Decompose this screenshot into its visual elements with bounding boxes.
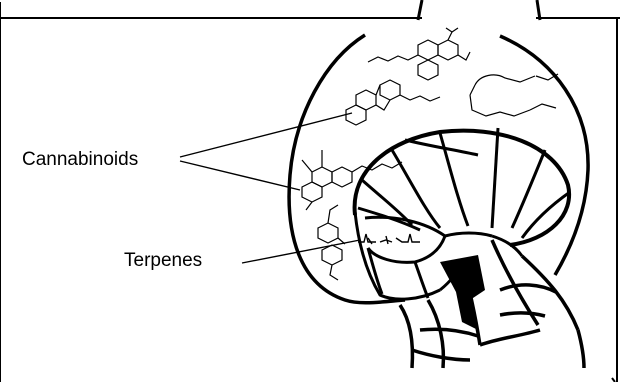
molecule-top [368,28,470,80]
molecule-left-lower [318,205,345,280]
stalk-shadow [440,255,485,330]
cannabinoids-label: Cannabinoids [22,149,138,170]
cannabinoids-callout-upper [180,113,352,157]
corner-mark [612,378,615,382]
stalk-cells [400,240,584,368]
molecule-cannabinoid-1 [346,80,440,125]
cannabinoids-callout-lower [180,161,300,190]
disc-ribs [358,128,570,238]
molecule-right [470,74,558,116]
terpenes-label: Terpenes [124,250,202,271]
stalk-top [418,0,540,20]
disc-outline [355,131,570,245]
trichome-icon [289,35,588,368]
terpene-molecules [358,234,420,244]
